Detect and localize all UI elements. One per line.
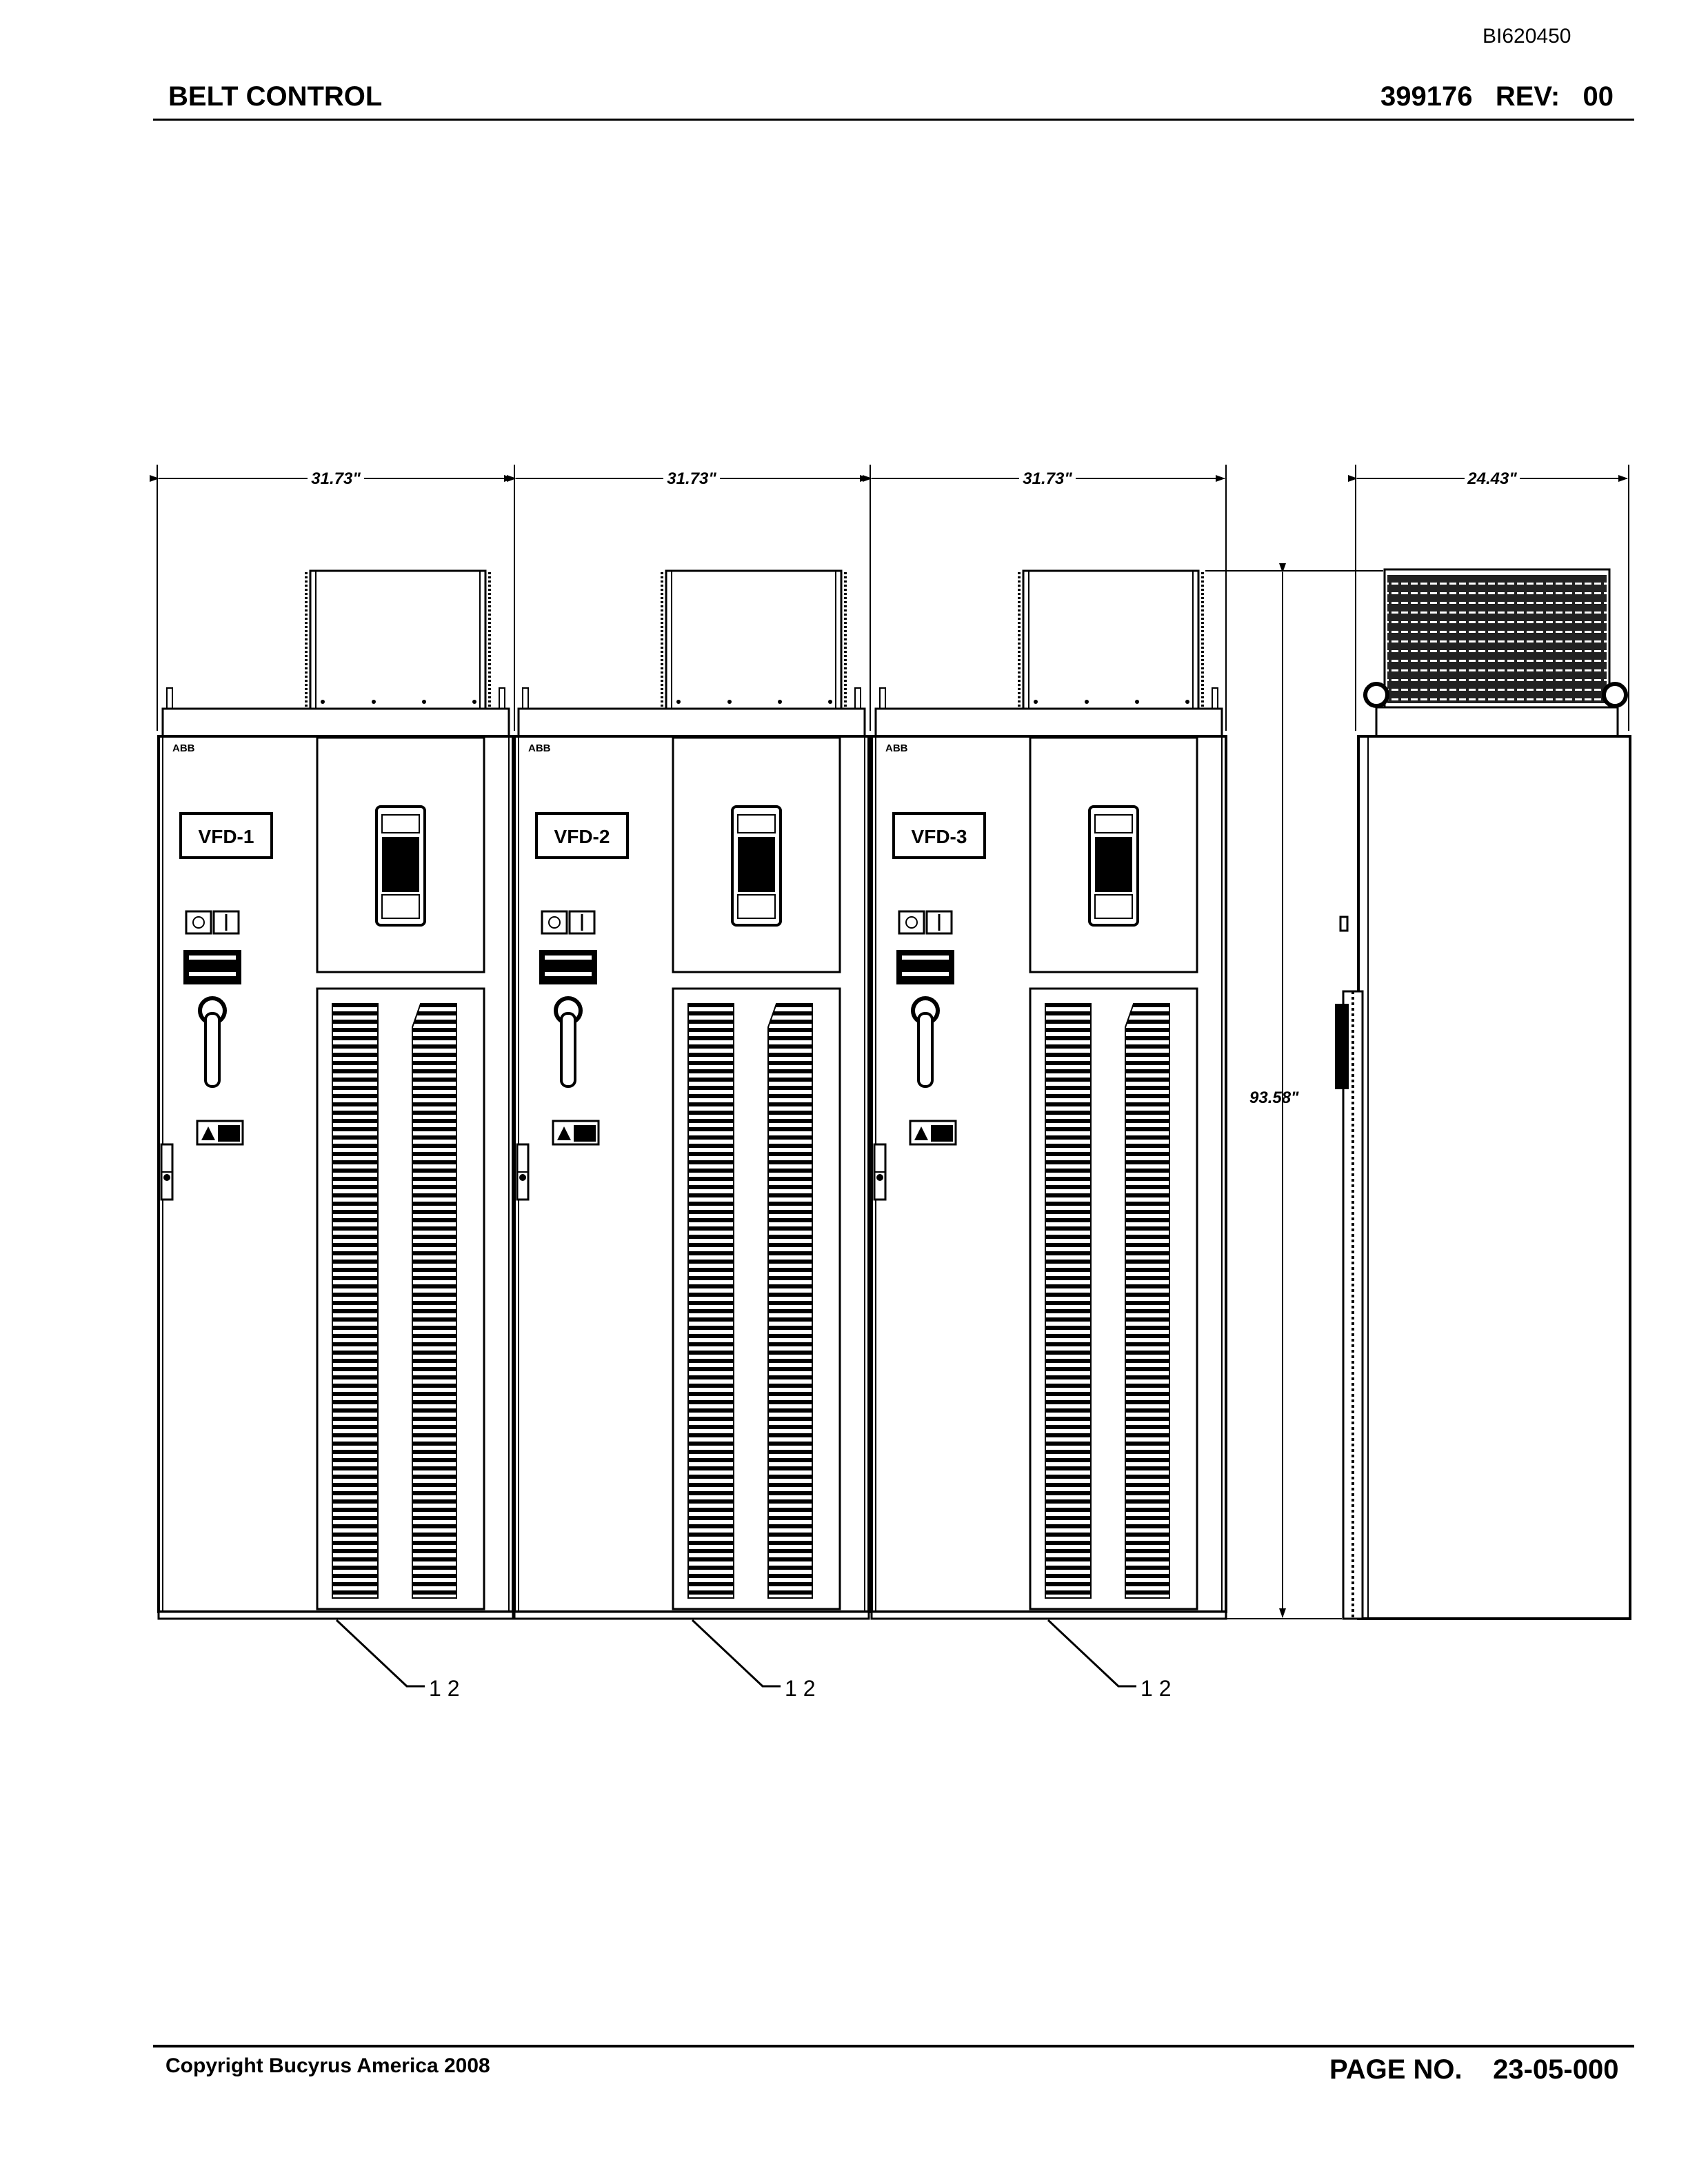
vfd-cabinet-3 [872,571,1226,1619]
drawing-number-block: 399176 REV: 00 [1380,81,1614,112]
footer-rule [153,2045,1634,2048]
item-callout-1: 1 2 [429,1676,459,1701]
height-dimension [1205,563,1383,1619]
revision-value: 00 [1582,81,1614,112]
page-number-block: PAGE NO. 23-05-000 [1329,2054,1618,2085]
abb-logo-3: ABB [885,742,908,754]
side-view-cabinet [1335,568,1631,1620]
vfd-3-label: VFD-3 [912,826,967,847]
page-label: PAGE NO. [1329,2054,1463,2085]
page-number: 23-05-000 [1493,2054,1619,2085]
vfd-2-label: VFD-2 [554,826,610,847]
side-width-dimension: 24.43" [1467,469,1517,488]
drawing-title: BELT CONTROL [168,81,383,112]
width-dimension-1: 31.73" [311,469,361,488]
vfd-3-nameplate [892,812,986,859]
abb-logo-1: ABB [172,742,195,754]
item-callout-3: 1 2 [1141,1676,1171,1701]
width-dimension-3: 31.73" [1023,469,1072,488]
vfd-2-nameplate [535,812,629,859]
drawing-number: 399176 [1380,81,1473,112]
vfd-1-nameplate [179,812,273,859]
item-callout-2: 1 2 [785,1676,815,1701]
width-dimension-lines [150,465,1629,731]
header-rule [153,119,1634,121]
copyright-notice: Copyright Bucyrus America 2008 [165,2054,490,2077]
height-dimension-label: 93.58" [1249,1089,1299,1107]
width-dimension-2: 31.73" [667,469,716,488]
item-callout-leaders [335,1619,1136,1688]
vfd-cabinet-1 [159,571,513,1619]
vfd-1-label: VFD-1 [199,826,254,847]
vfd-cabinet-2 [514,571,869,1619]
document-id: BI620450 [1483,25,1571,48]
abb-logo-2: ABB [528,742,551,754]
revision-label: REV: [1495,81,1560,112]
